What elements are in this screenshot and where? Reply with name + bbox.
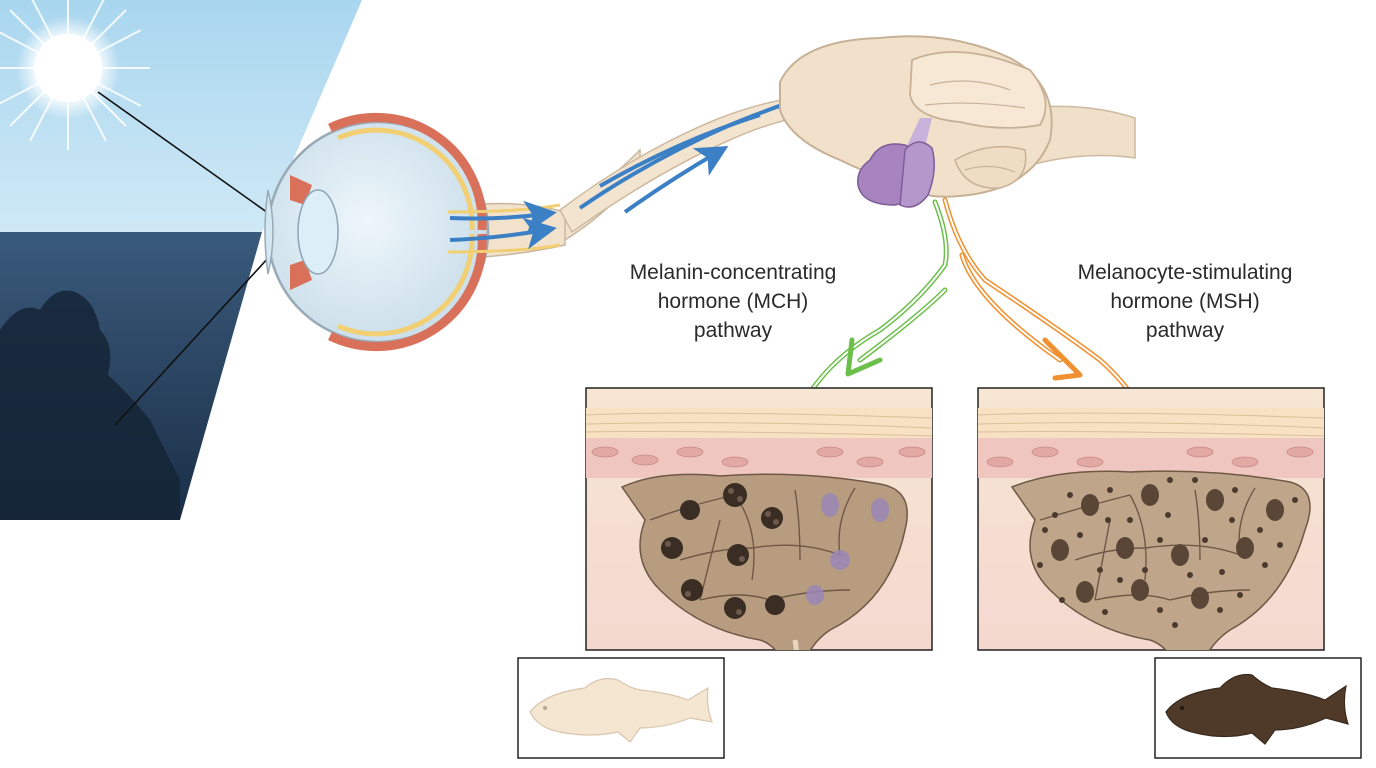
pituitary-gland-icon: [857, 141, 935, 208]
msh-label-line-3: pathway: [1145, 319, 1225, 342]
light-fish-inset: [517, 657, 725, 759]
msh-label-line-1: Melanocyte-stimulating: [1077, 261, 1293, 284]
msh-skin-panel: [977, 387, 1325, 651]
brain-icon: [779, 35, 1136, 198]
eye-icon: [264, 112, 641, 352]
msh-pathway-label: Melanocyte-stimulating hormone (MSH) pat…: [1040, 258, 1330, 345]
mch-skin-panel: [585, 387, 933, 651]
msh-label-line-2: hormone (MSH): [1110, 290, 1260, 313]
dark-fish-icon: [1165, 673, 1349, 745]
mch-label-line-1: Melanin-concentrating: [629, 261, 837, 284]
mch-label-line-2: hormone (MCH): [657, 290, 809, 313]
mch-pathway-label: Melanin-concentrating hormone (MCH) path…: [588, 258, 878, 345]
dark-fish-inset: [1154, 657, 1362, 759]
light-fish-icon: [529, 678, 713, 743]
rock-silhouette: [0, 290, 180, 520]
mch-label-line-3: pathway: [693, 319, 773, 342]
sun-icon: [0, 0, 150, 150]
